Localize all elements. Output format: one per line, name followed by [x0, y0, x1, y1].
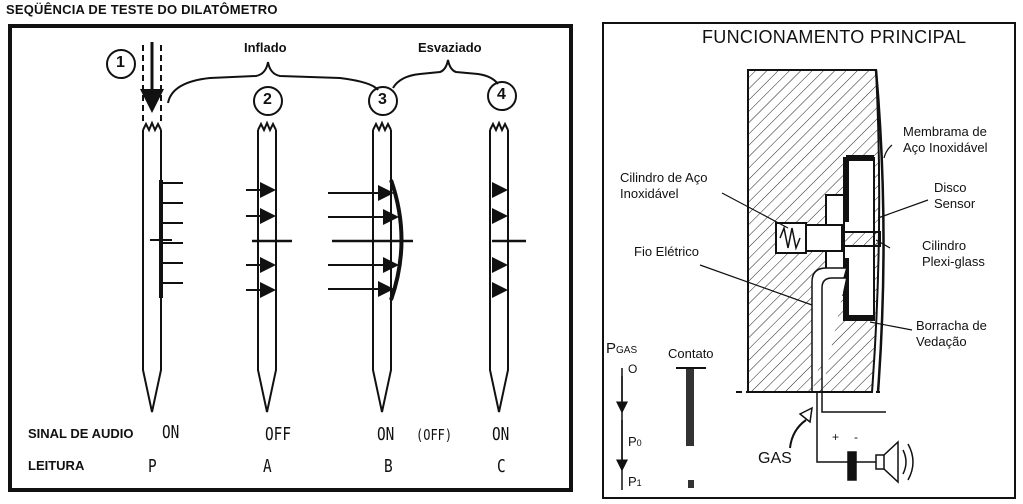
step-1-circle: [106, 49, 136, 79]
blade-3: [328, 120, 413, 413]
signal-1: ON: [162, 422, 180, 443]
contact-bar-closed: [686, 368, 694, 446]
principle-panel: [602, 22, 1016, 499]
esvaziado-brace: [392, 59, 499, 89]
leader-lines: [699, 144, 929, 331]
dilatometer-sequence-panel: [8, 24, 573, 492]
step-3-label: 3: [378, 91, 387, 108]
disk-label-1: Disco: [934, 180, 967, 195]
inflado-label: Inflado: [244, 40, 287, 55]
disk-label-2: Sensor: [934, 196, 976, 211]
o-label: O: [628, 362, 638, 376]
contact-bar-open: [688, 480, 694, 488]
reading-1: P: [148, 456, 157, 477]
p1-label: P1: [628, 474, 642, 489]
contact-label: Contato: [668, 346, 714, 361]
gas-label: GAS: [758, 450, 792, 467]
wire-label: Fio Elétrico: [634, 244, 700, 259]
reading-4: C: [497, 456, 506, 477]
inflado-brace: [167, 61, 379, 104]
blade-1: [140, 42, 183, 413]
electric-circuit: [816, 392, 914, 484]
blade-4: [489, 120, 526, 413]
step-2-label: 2: [263, 91, 272, 108]
membrane-label-1: Membrama de: [903, 124, 987, 139]
pgas-label: PGAS: [606, 340, 638, 357]
minus-sign: -: [854, 430, 858, 444]
esvaziado-label: Esvaziado: [418, 40, 482, 55]
audio-signal-label: SINAL DE AUDIO: [28, 426, 134, 441]
reading-label: LEITURA: [28, 458, 85, 473]
plus-sign: +: [832, 430, 840, 444]
p0-label: P0: [628, 434, 642, 449]
signal-3-alt: (OFF): [416, 426, 453, 444]
seal-label-1: Borracha de: [916, 318, 987, 333]
gas-flow-arrow: [789, 419, 807, 449]
right-title: FUNCIONAMENTO PRINCIPAL: [702, 27, 967, 47]
dilatometer-section: [736, 69, 885, 393]
reading-2: A: [263, 456, 272, 477]
signal-2: OFF: [265, 424, 292, 445]
seal-label-2: Vedação: [916, 334, 967, 349]
steel-cylinder-label-1: Cilindro de Aço: [620, 170, 708, 185]
plexi-cylinder-label-1: Cilindro: [922, 238, 967, 253]
steel-cylinder-label-2: Inoxidável: [620, 186, 679, 201]
plexi-cylinder-label-2: Plexi-glass: [922, 254, 985, 269]
signal-4: ON: [492, 424, 510, 445]
left-title: SEQÜÊNCIA DE TESTE DO DILATÔMETRO: [6, 2, 278, 17]
signal-3: ON: [377, 424, 395, 445]
reading-3: B: [384, 456, 393, 477]
membrane-label-2: Aço Inoxidável: [903, 140, 988, 155]
step-4-label: 4: [497, 86, 506, 103]
step-1-label: 1: [116, 54, 125, 71]
blade-2: [246, 120, 292, 413]
